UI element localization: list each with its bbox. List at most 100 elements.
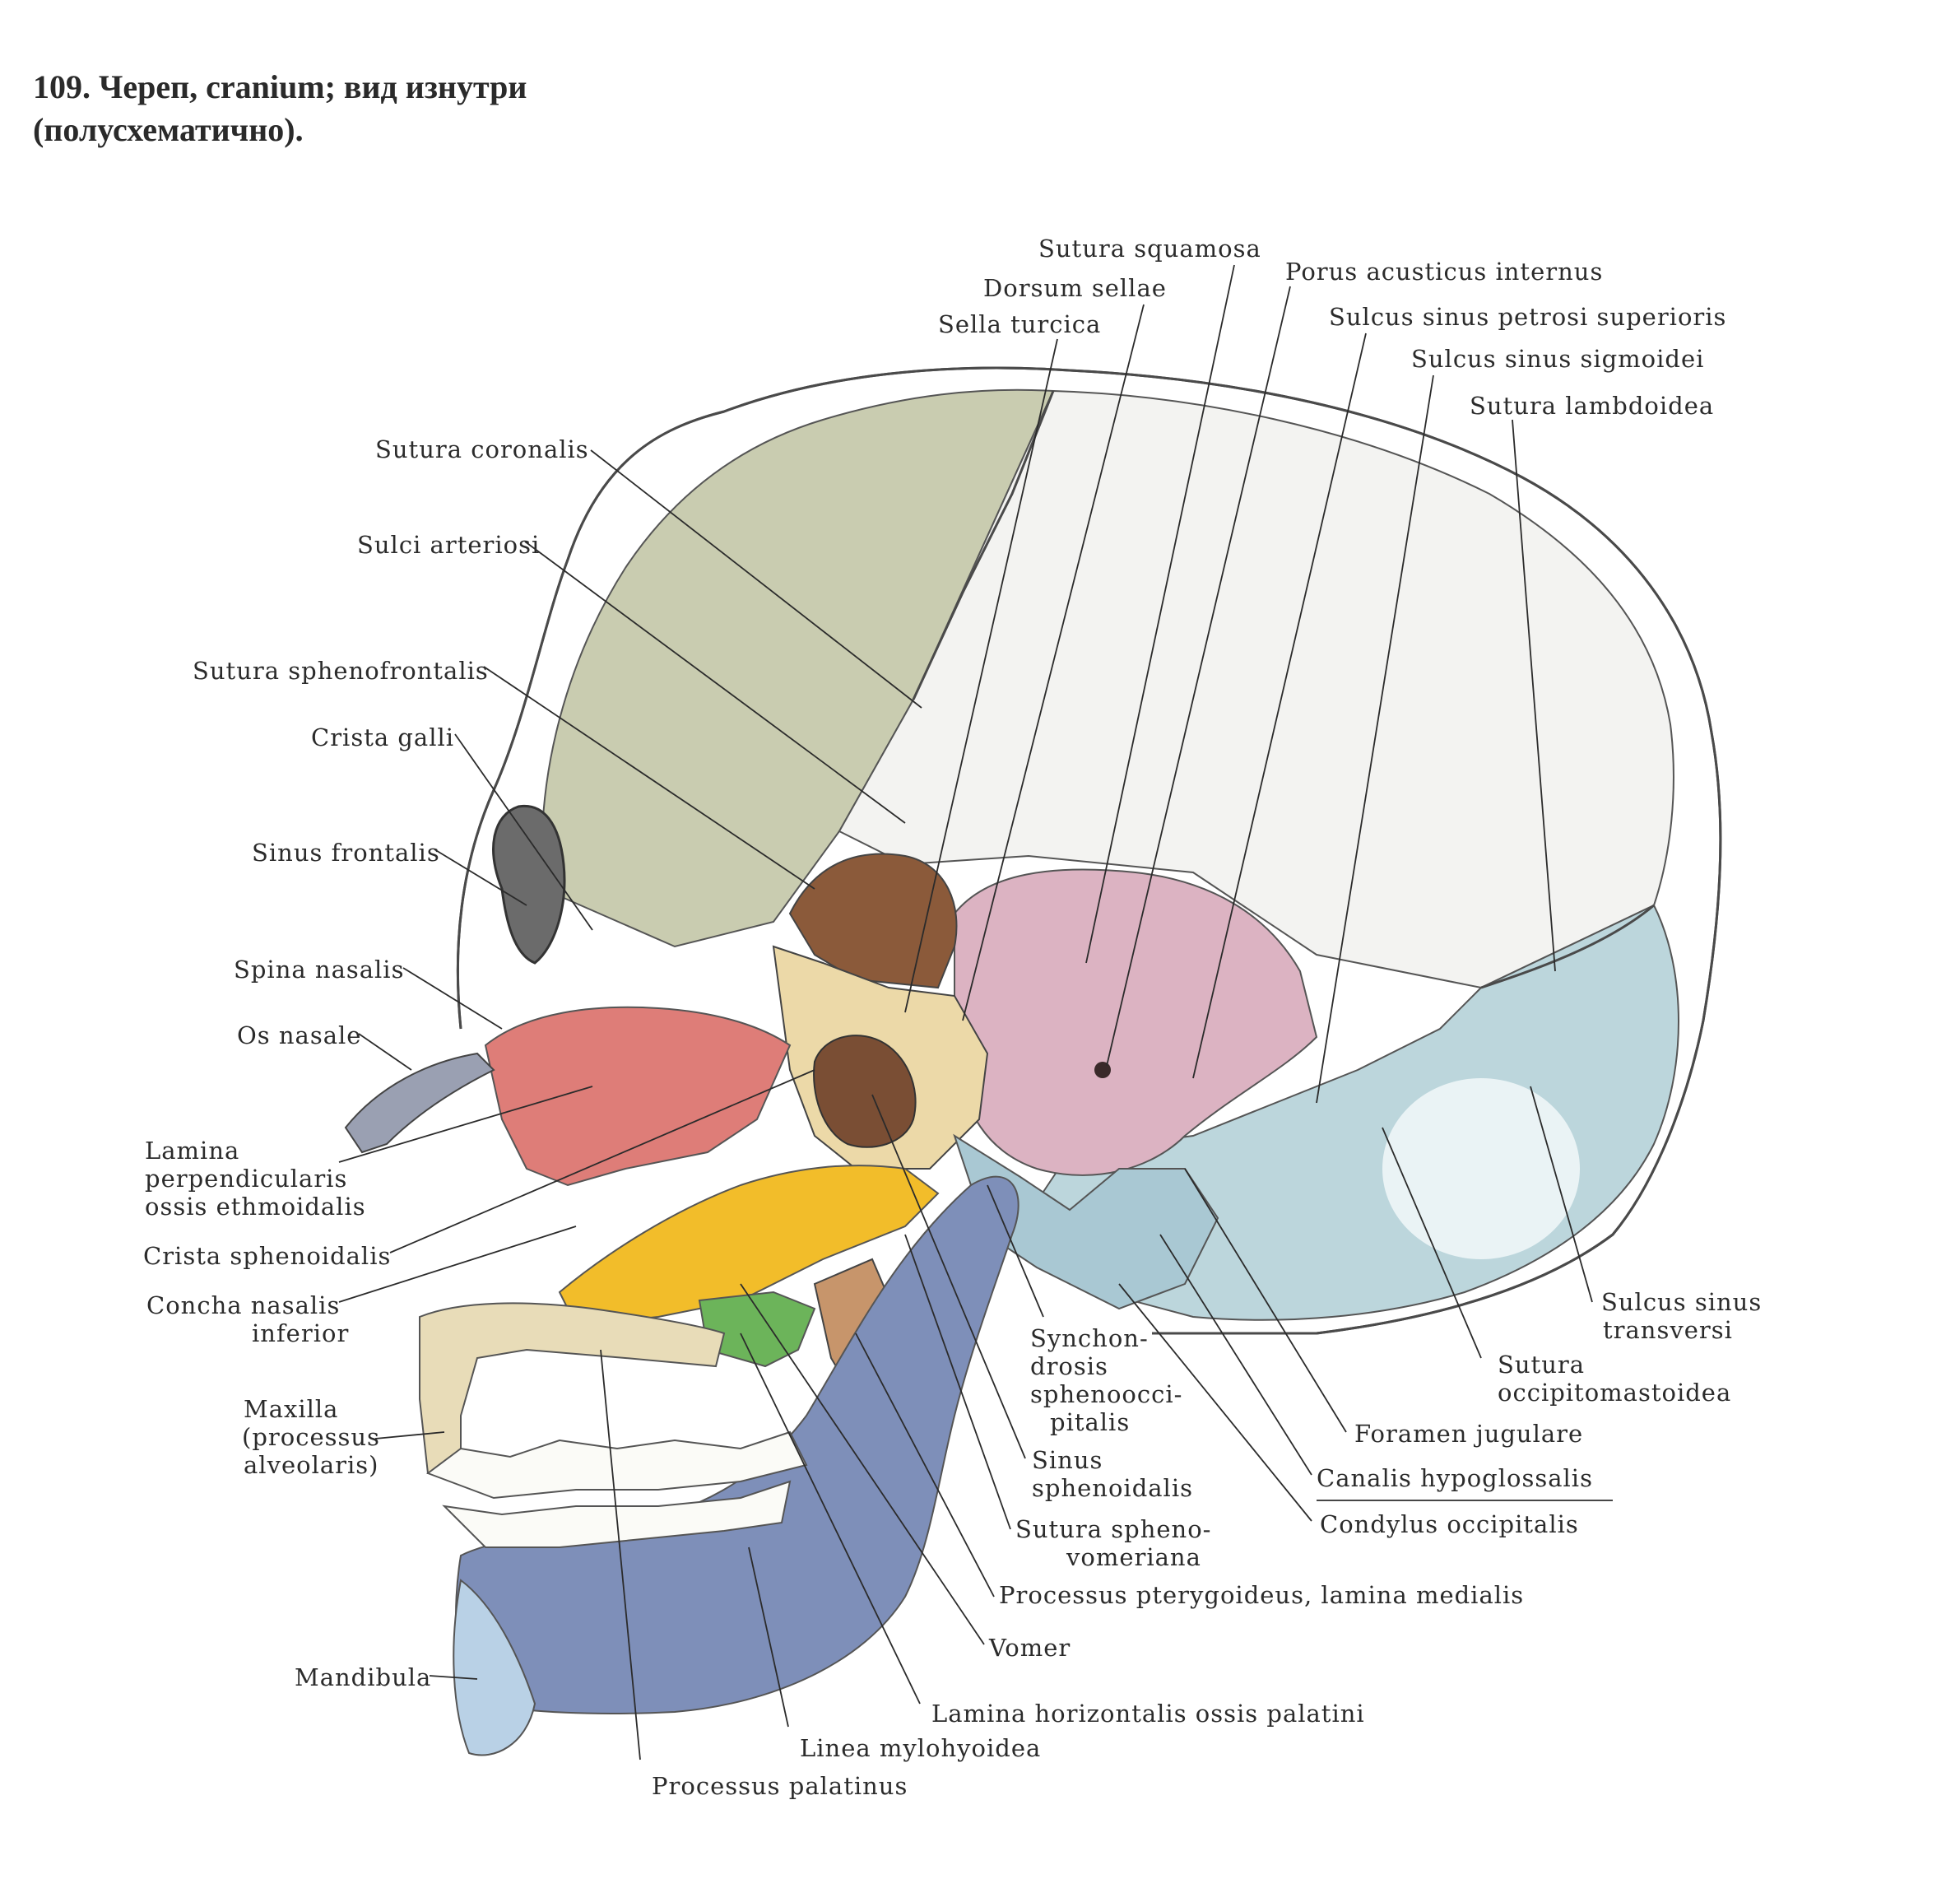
leader-porus-acusticus	[1106, 286, 1291, 1067]
label-maxilla-l3: alveolaris)	[244, 1451, 379, 1479]
parietal-bone	[838, 389, 1674, 989]
label-sutura-coronalis: Sutura coronalis	[375, 435, 589, 463]
label-sinus-sphenoidalis: Sinus sphenoidalis	[1032, 1446, 1193, 1502]
label-sutura-sphenofrontalis: Sutura sphenofrontalis	[193, 657, 489, 685]
leader-foramen-jugulare	[1184, 1168, 1347, 1433]
leader-concha-nasalis	[338, 1226, 577, 1303]
label-synchondrosis: Synchon- drosis sphenoocci- pitalis	[1030, 1324, 1191, 1436]
leader-linea-mylohyoidea	[748, 1546, 789, 1728]
leader-sella-turcica	[904, 338, 1058, 1013]
label-sulcus-sinus-sigmoidei: Sulcus sinus sigmoidei	[1411, 345, 1704, 373]
occipital-highlight	[1382, 1078, 1580, 1259]
label-condylus-occipitalis: Condylus occipitalis	[1320, 1510, 1579, 1538]
leader-spina-nasalis	[402, 967, 503, 1030]
leader-mandibula	[429, 1675, 478, 1680]
leader-sutura-lambdoidea	[1512, 419, 1556, 972]
maxilla-palate	[419, 1302, 726, 1474]
label-sinus-sphenoidalis-l1: Sinus	[1032, 1446, 1103, 1474]
label-crista-sphenoidalis: Crista sphenoidalis	[143, 1242, 391, 1270]
label-sulcus-sinus-transversi: Sulcus sinus transversi	[1601, 1288, 1770, 1344]
leader-sutura-sphenovomeriana	[904, 1234, 1011, 1530]
leader-lamina-horizontalis	[740, 1333, 921, 1705]
nasal-bone	[344, 1052, 495, 1154]
label-foramen-jugulare: Foramen jugulare	[1354, 1420, 1583, 1448]
label-sinus-sphenoidalis-l2: sphenoidalis	[1032, 1474, 1193, 1502]
label-maxilla: Maxilla (processus alveolaris)	[242, 1395, 388, 1479]
label-synchondrosis-l1: Synchon-	[1030, 1324, 1149, 1352]
label-concha-nasalis-l2: inferior	[252, 1319, 349, 1347]
leader-processus-palatinus	[600, 1349, 641, 1760]
label-sutura-occipitomastoidea: Sutura occipitomastoidea	[1498, 1351, 1731, 1407]
figure-title-line2: (полусхематично).	[33, 111, 304, 148]
label-dorsum-sellae: Dorsum sellae	[983, 274, 1167, 302]
label-lamina-perpendicularis-l1: Lamina	[145, 1137, 239, 1165]
labels: Sutura squamosa Dorsum sellae Sella turc…	[143, 235, 1770, 1800]
label-lamina-perpendicularis-l2: perpendicularis	[145, 1165, 347, 1193]
label-sulcus-sinus-petrosi: Sulcus sinus petrosi superioris	[1329, 303, 1726, 331]
leader-crista-sphenoidalis	[389, 1069, 815, 1253]
leader-vomer	[740, 1283, 985, 1645]
label-concha-nasalis: Concha nasalis inferior	[146, 1291, 349, 1347]
label-sutura-sphenovomeriana: Sutura spheno- vomeriana	[1015, 1515, 1220, 1571]
label-mandibula: Mandibula	[295, 1663, 431, 1691]
frontal-sinus	[492, 804, 566, 965]
leader-sutura-coronalis	[590, 449, 922, 709]
label-crista-galli: Crista galli	[311, 723, 454, 751]
figure-title-line1: 109. Череп, cranium; вид изнутри	[33, 68, 527, 105]
label-lamina-horizontalis: Lamina horizontalis ossis palatini	[931, 1700, 1365, 1728]
label-sinus-frontalis: Sinus frontalis	[252, 839, 440, 867]
leader-sulcus-sigmoidei	[1316, 374, 1434, 1104]
leader-synchondrosis	[987, 1184, 1044, 1318]
label-sulci-arteriosi: Sulci arteriosi	[357, 531, 540, 559]
upper-teeth	[425, 1430, 808, 1500]
leader-sinus-sphenoidalis	[871, 1094, 1026, 1459]
mandible-bone	[455, 1175, 1019, 1714]
label-spina-nasalis: Spina nasalis	[234, 956, 404, 984]
leader-os-nasale	[358, 1033, 412, 1071]
label-sutura-squamosa: Sutura squamosa	[1038, 235, 1261, 263]
label-maxilla-l1: Maxilla	[244, 1395, 338, 1423]
label-sutura-occipitomastoidea-l1: Sutura	[1498, 1351, 1585, 1379]
frontal-bone	[541, 388, 1055, 948]
label-os-nasale: Os nasale	[237, 1021, 361, 1049]
leader-sutura-occipitomastoidea	[1382, 1127, 1482, 1359]
sinus-sphenoidalis-cavity	[813, 1035, 917, 1148]
label-maxilla-l2: (processus	[242, 1423, 380, 1451]
porus-acusticus-hole	[1094, 1062, 1111, 1078]
label-porus-acusticus-internus: Porus acusticus internus	[1285, 258, 1603, 286]
figure-title: 109. Череп, cranium; вид изнутри (полусх…	[33, 66, 527, 151]
leader-sutura-squamosa	[1085, 264, 1235, 964]
leader-sinus-frontalis	[434, 849, 527, 906]
leader-dorsum-sellae	[962, 304, 1145, 1021]
leader-lines	[338, 264, 1613, 1760]
vomer-bone	[558, 1165, 940, 1327]
leader-sulci-arteriosi	[524, 541, 906, 824]
label-sulcus-sinus-transversi-l1: Sulcus sinus	[1601, 1288, 1762, 1316]
label-sella-turcica: Sella turcica	[938, 310, 1101, 338]
ethmoid-perpendicular-plate	[484, 1006, 792, 1187]
coronal-suture-line	[912, 390, 1055, 700]
leader-processus-pterygoideus	[855, 1333, 995, 1598]
label-sutura-occipitomastoidea-l2: occipitomastoidea	[1498, 1379, 1731, 1407]
label-synchondrosis-l3: sphenoocci-	[1030, 1380, 1182, 1408]
label-sutura-sphenovomeriana-l1: Sutura spheno-	[1015, 1515, 1211, 1543]
label-sutura-lambdoidea: Sutura lambdoidea	[1470, 392, 1714, 420]
skull-illustration	[344, 366, 1722, 1756]
lambdoid-suture-line	[1480, 904, 1655, 989]
leader-lamina-perpendicularis	[338, 1086, 593, 1163]
basilar-occipital	[953, 1133, 1219, 1310]
leader-sulcus-petrosi	[1192, 333, 1367, 1079]
leader-sutura-sphenofrontalis	[483, 666, 815, 890]
label-lamina-perpendicularis: Lamina perpendicularis ossis ethmoidalis	[145, 1137, 366, 1221]
label-synchondrosis-l4: pitalis	[1050, 1408, 1130, 1436]
calvaria-outer-line	[456, 366, 1722, 1335]
label-concha-nasalis-l1: Concha nasalis	[146, 1291, 340, 1319]
label-processus-pterygoideus: Processus pterygoideus, lamina medialis	[999, 1581, 1524, 1609]
label-vomer: Vomer	[988, 1634, 1071, 1662]
leader-condylus-occipitalis	[1118, 1283, 1312, 1522]
label-lamina-perpendicularis-l3: ossis ethmoidalis	[145, 1193, 366, 1221]
leader-maxilla	[374, 1431, 445, 1439]
leader-sulcus-transversi	[1530, 1086, 1593, 1303]
label-canalis-hypoglossalis: Canalis hypoglossalis	[1317, 1464, 1593, 1492]
